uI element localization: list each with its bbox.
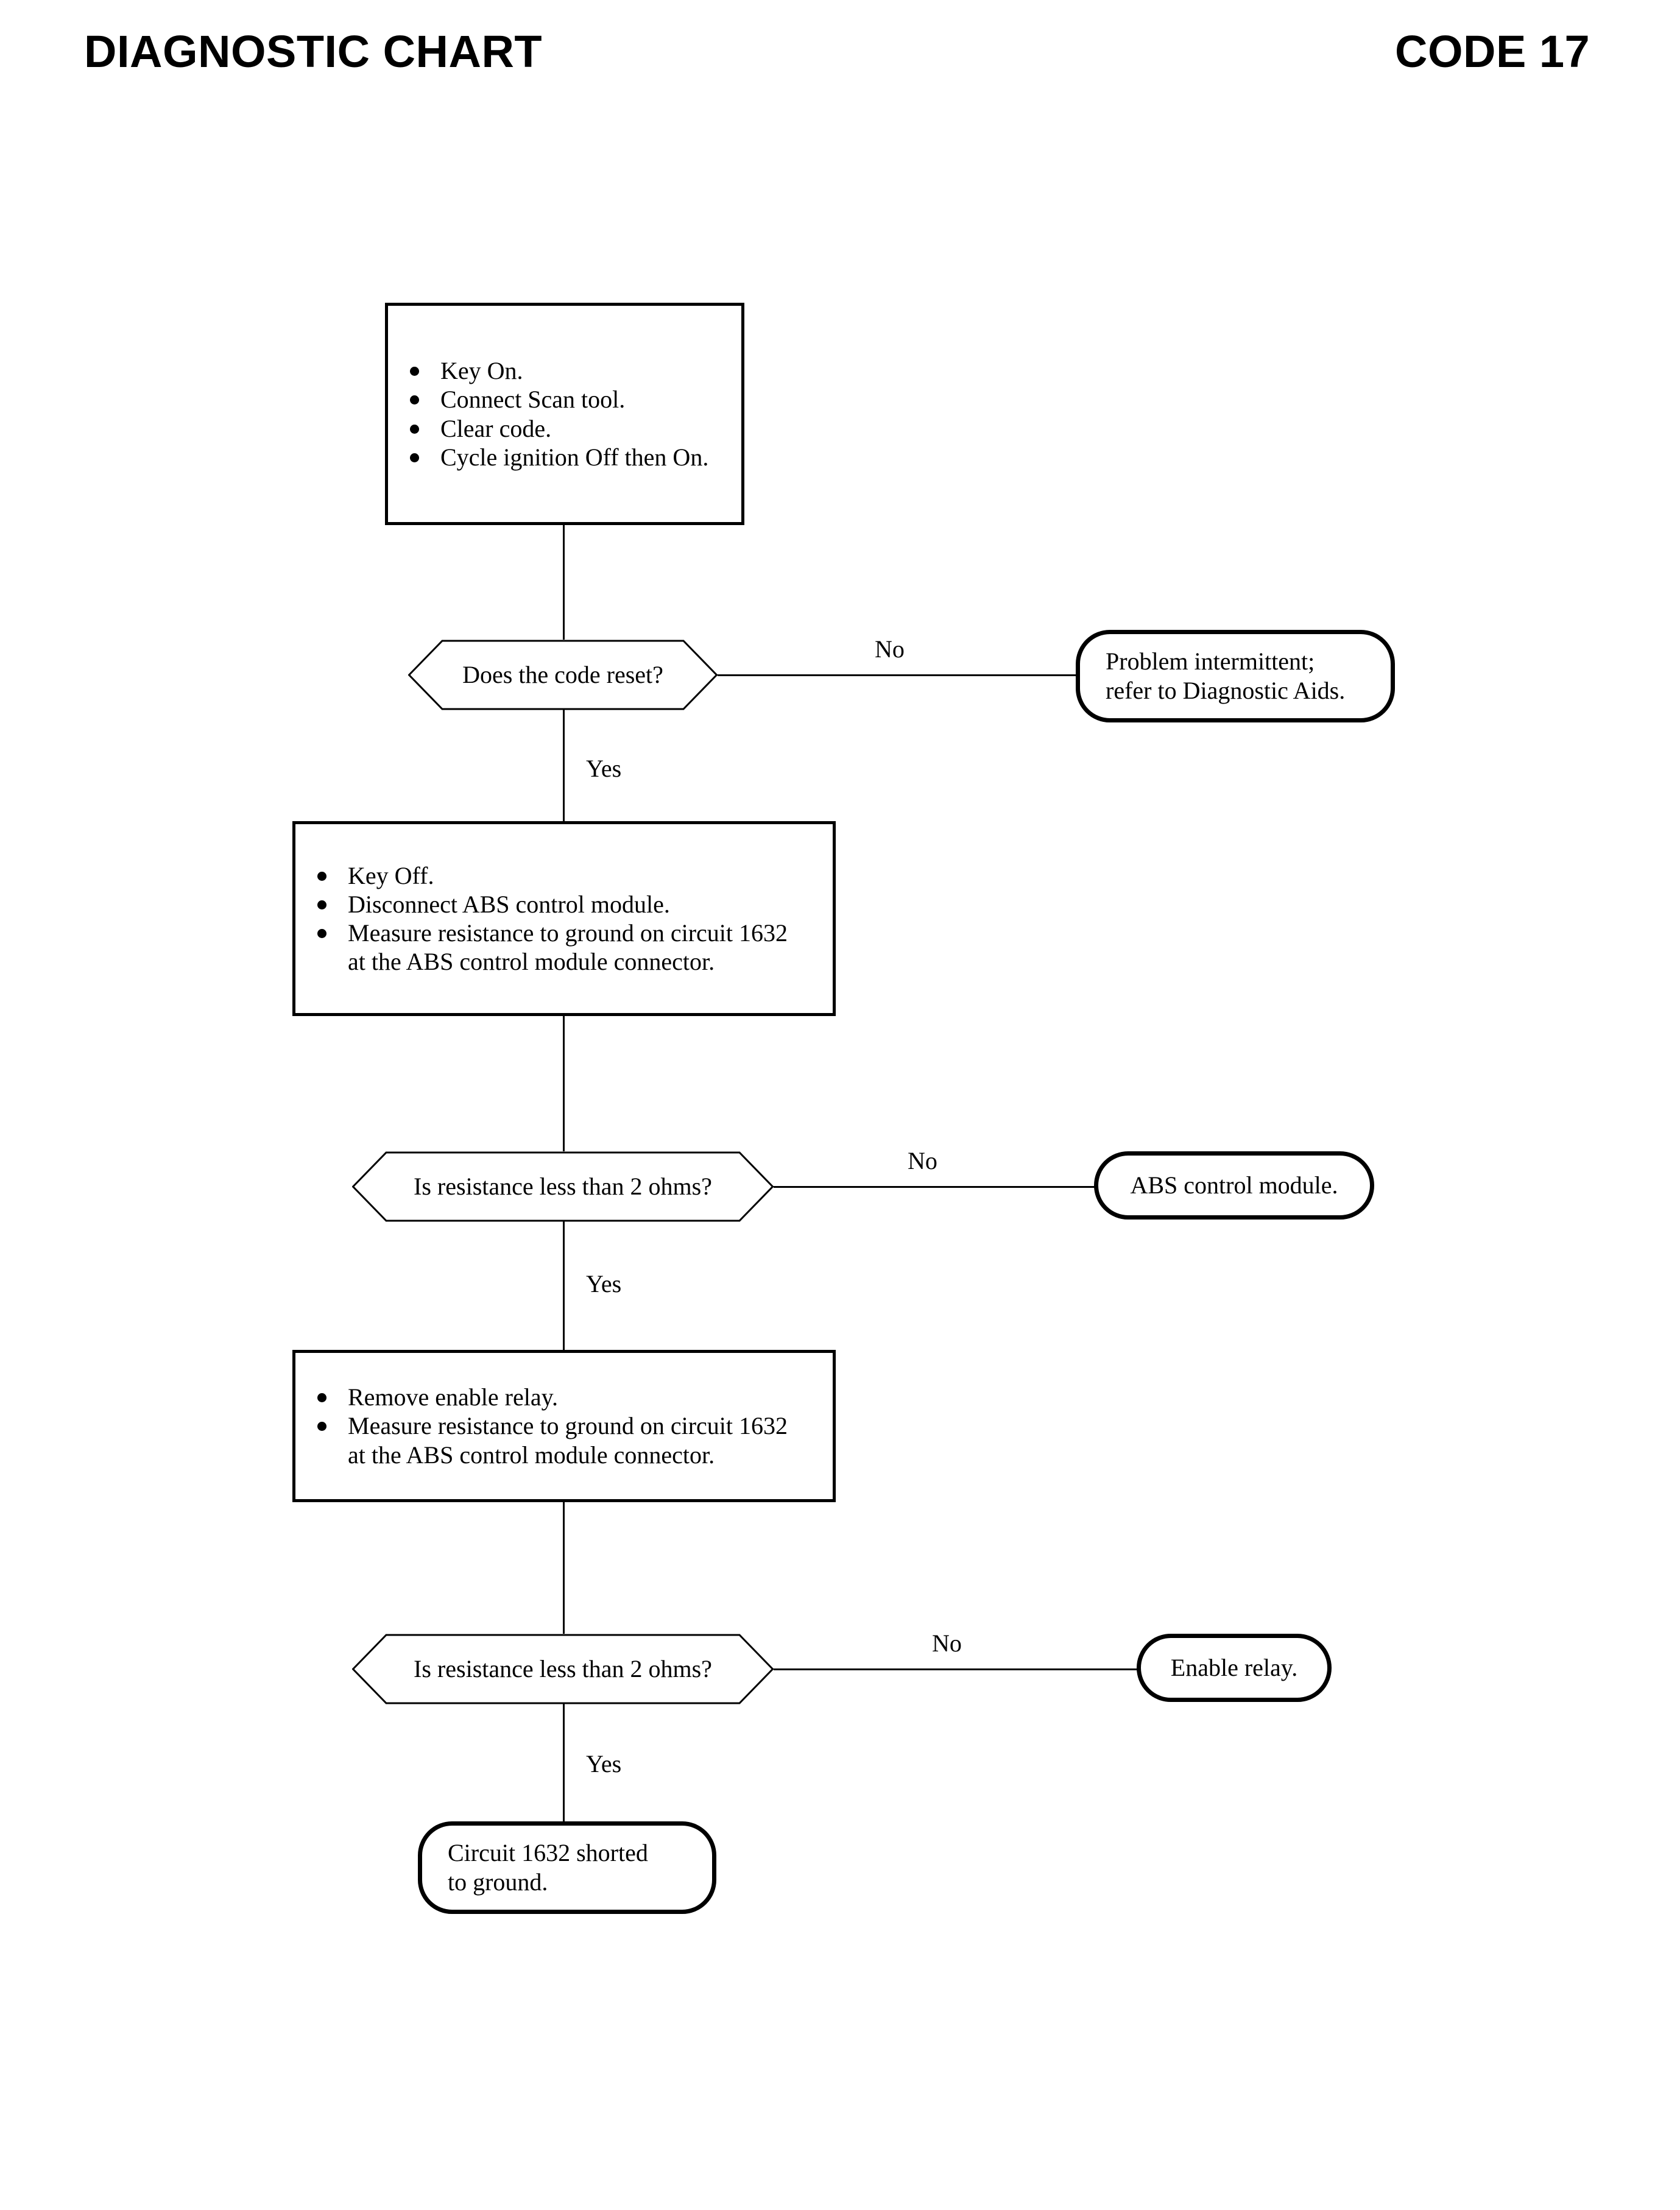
list-item: Measure resistance to ground on circuit … — [295, 919, 833, 976]
list-item: Disconnect ABS control module. — [295, 890, 833, 919]
branch-label-no-3: No — [932, 1629, 962, 1657]
step2-bullet-list: Key Off. Disconnect ABS control module. … — [295, 824, 833, 1013]
terminal-abs-control-module: ABS control module. — [1094, 1151, 1374, 1220]
connector-decision1-no — [718, 674, 1078, 676]
terminal-circuit-shorted-to-ground: Circuit 1632 shorted to ground. — [418, 1821, 716, 1914]
terminal4-label: Circuit 1632 shorted to ground. — [448, 1839, 648, 1896]
connector-step2-to-decision2 — [563, 1016, 565, 1162]
connector-decision3-yes — [563, 1703, 565, 1825]
connector-decision3-no — [774, 1668, 1139, 1670]
decision-resistance-less-than-2-ohms-1: Is resistance less than 2 ohms? — [352, 1151, 774, 1222]
step3-bullet-list: Remove enable relay. Measure resistance … — [295, 1353, 833, 1499]
branch-label-yes-3: Yes — [586, 1750, 622, 1778]
decision-does-code-reset: Does the code reset? — [408, 640, 718, 710]
list-item: Connect Scan tool. — [388, 385, 741, 414]
process-box-step3: Remove enable relay. Measure resistance … — [292, 1350, 836, 1502]
decision1-label: Does the code reset? — [462, 661, 663, 688]
list-item: Key On. — [388, 356, 741, 385]
terminal-enable-relay: Enable relay. — [1137, 1634, 1332, 1702]
code-identifier: CODE 17 — [1395, 26, 1590, 77]
hexagon-shape — [352, 1634, 774, 1704]
connector-step1-to-decision1 — [563, 525, 565, 641]
process-box-step1: Key On. Connect Scan tool. Clear code. C… — [385, 303, 744, 525]
terminal1-label: Problem intermittent; refer to Diagnosti… — [1106, 648, 1346, 704]
list-item: Measure resistance to ground on circuit … — [295, 1411, 833, 1469]
connector-decision2-yes — [563, 1221, 565, 1350]
list-item: Cycle ignition Off then On. — [388, 443, 741, 471]
decision2-label: Is resistance less than 2 ohms? — [414, 1173, 712, 1200]
branch-label-no-1: No — [875, 635, 905, 663]
hexagon-shape — [352, 1151, 774, 1222]
decision-resistance-less-than-2-ohms-2: Is resistance less than 2 ohms? — [352, 1634, 774, 1704]
terminal3-label: Enable relay. — [1170, 1654, 1298, 1681]
hexagon-shape — [408, 640, 718, 710]
page-title: DIAGNOSTIC CHART — [84, 26, 543, 77]
list-item: Key Off. — [295, 861, 833, 890]
decision3-label: Is resistance less than 2 ohms? — [414, 1655, 712, 1682]
connector-decision1-yes — [563, 709, 565, 822]
branch-label-yes-1: Yes — [586, 755, 622, 782]
process-box-step2: Key Off. Disconnect ABS control module. … — [292, 821, 836, 1016]
list-item: Remove enable relay. — [295, 1383, 833, 1411]
step1-bullet-list: Key On. Connect Scan tool. Clear code. C… — [388, 306, 741, 522]
terminal-problem-intermittent: Problem intermittent; refer to Diagnosti… — [1076, 630, 1395, 722]
connector-step3-to-decision3 — [563, 1502, 565, 1634]
branch-label-no-2: No — [908, 1147, 937, 1174]
branch-label-yes-2: Yes — [586, 1270, 622, 1297]
terminal2-label: ABS control module. — [1130, 1171, 1338, 1199]
connector-decision2-no — [774, 1186, 1096, 1188]
list-item: Clear code. — [388, 414, 741, 443]
